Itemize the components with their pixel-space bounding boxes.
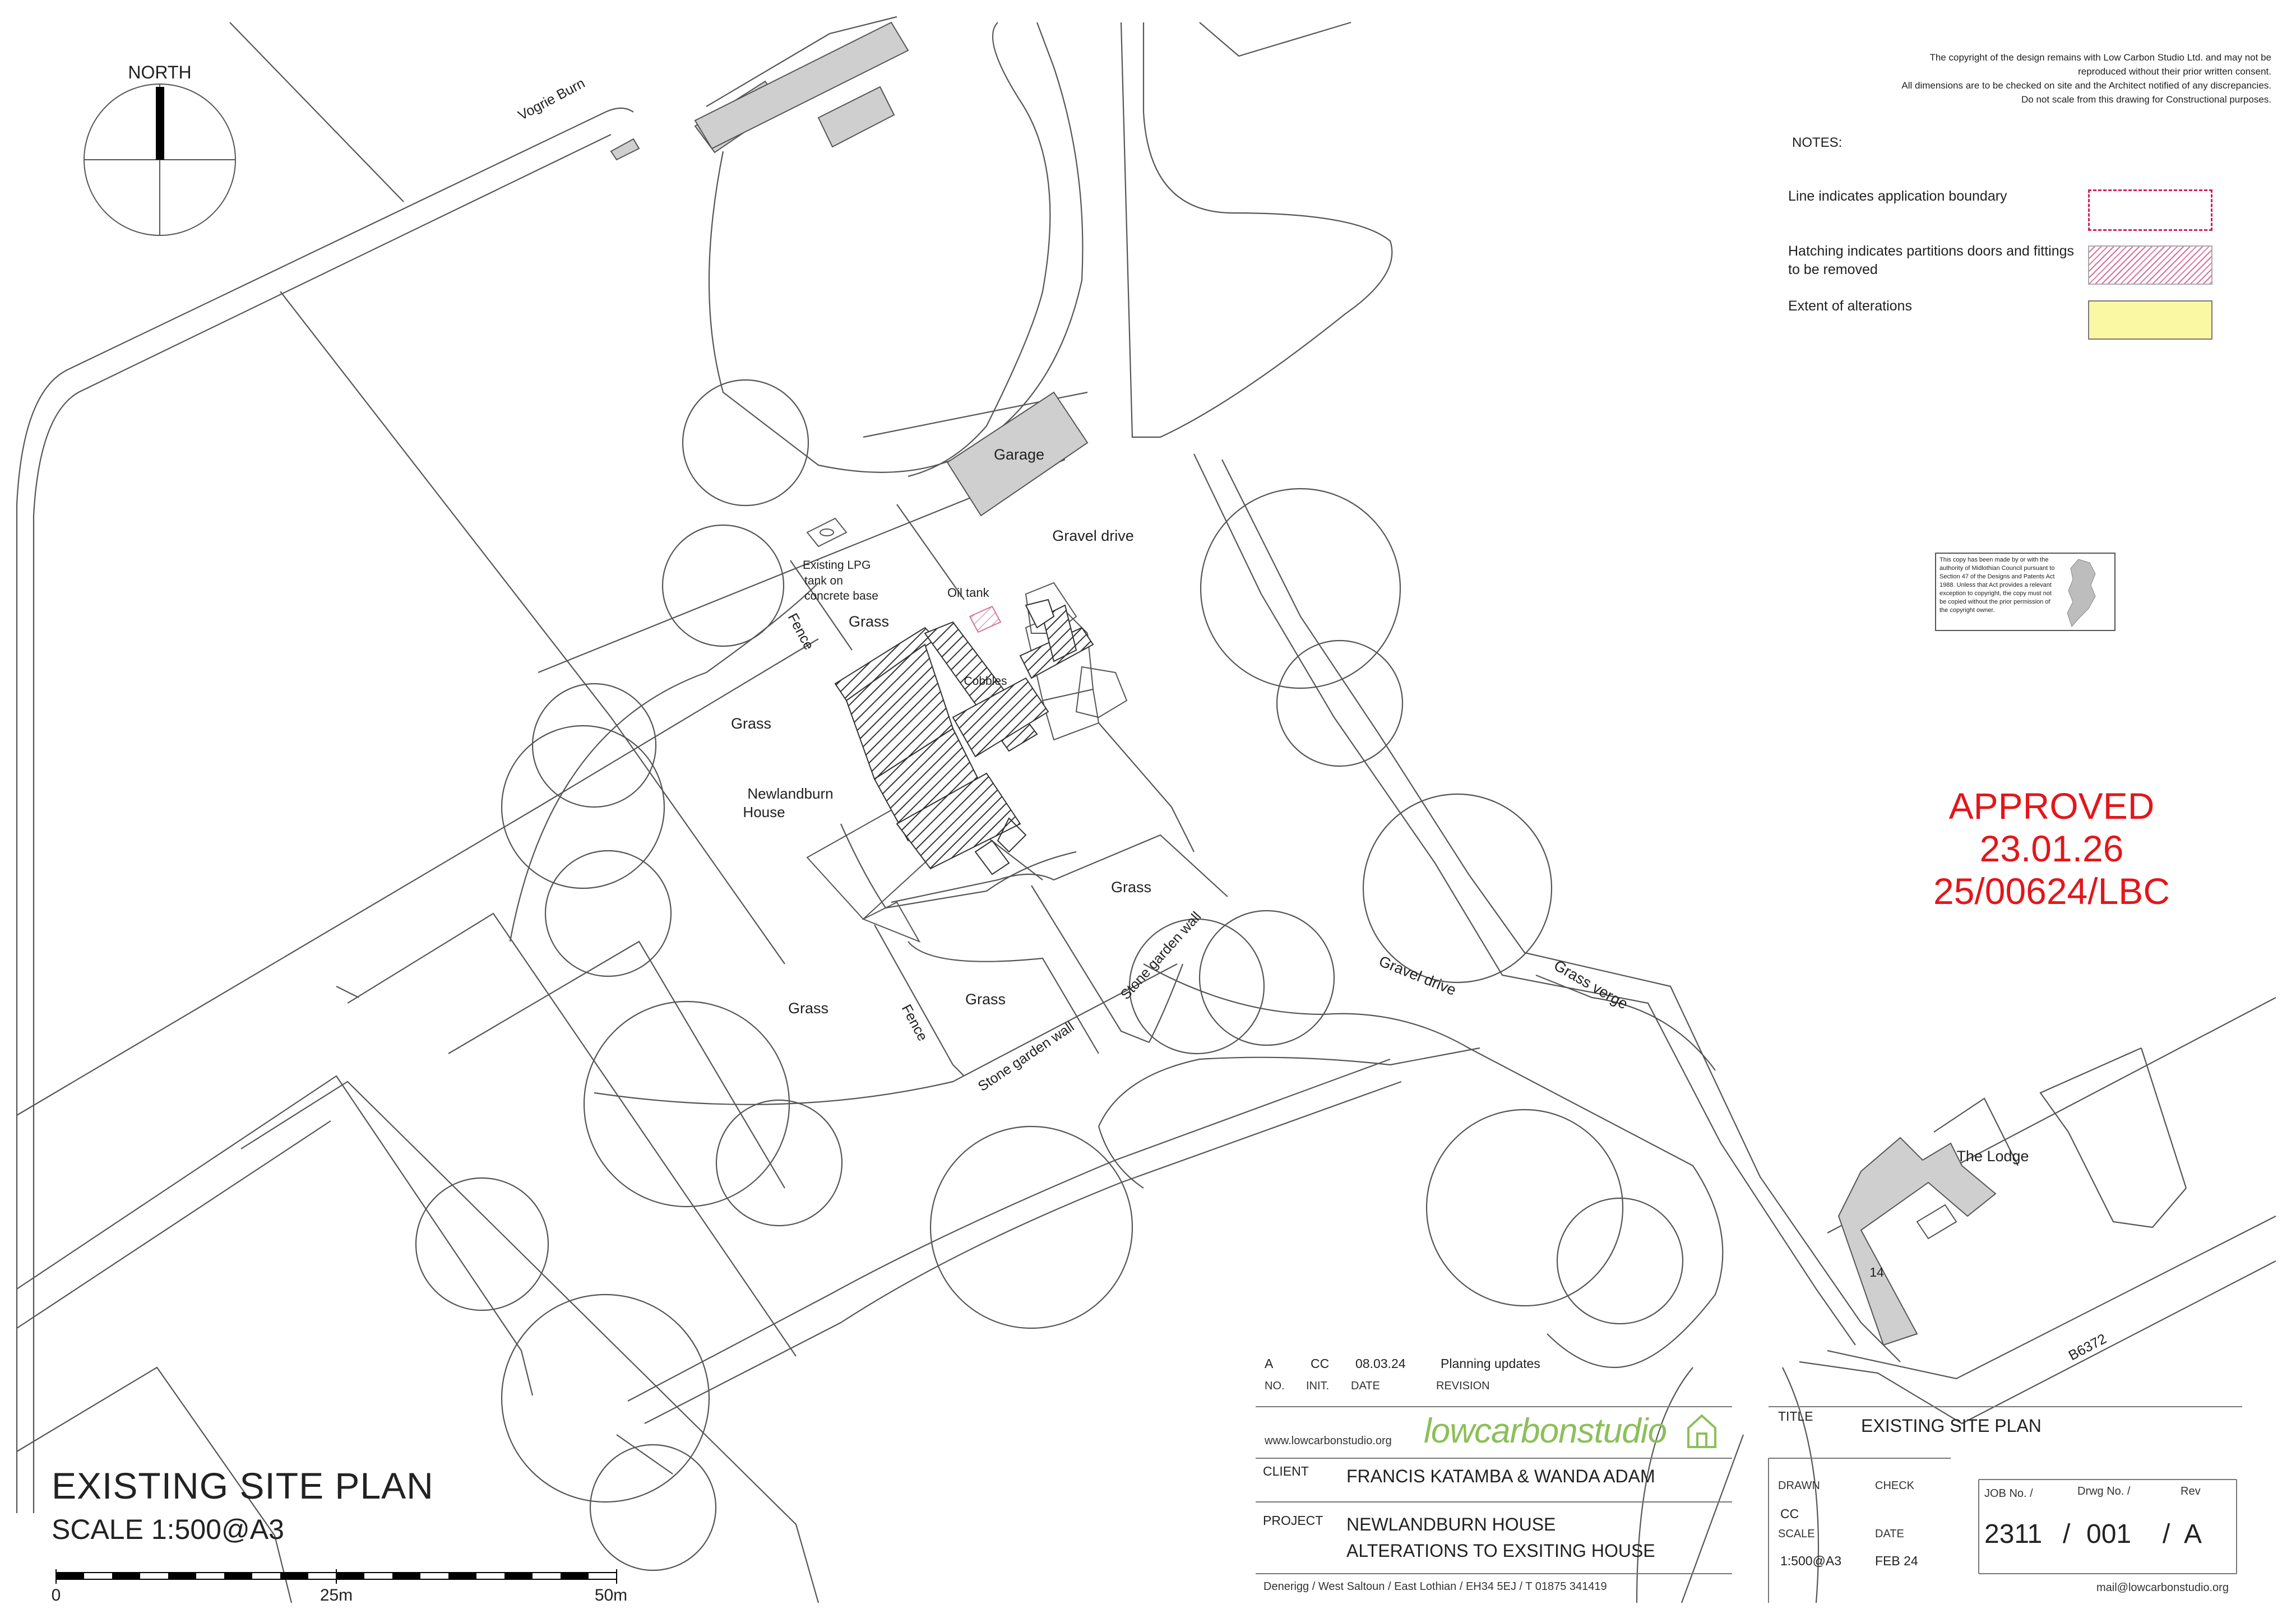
label-fence-top: Fence xyxy=(785,611,817,652)
copyright-line-4: Do not scale from this drawing for Const… xyxy=(2021,94,2271,105)
date-label: DATE xyxy=(1875,1528,1904,1540)
notes-title: NOTES: xyxy=(1792,135,1843,150)
title-block-title: EXISTING SITE PLAN xyxy=(1861,1416,2042,1436)
stamp-text: This copy has been made by or with the a… xyxy=(1939,557,2055,614)
oil-tank-marker xyxy=(969,605,1002,633)
approval-stamp: APPROVED 23.01.26 25/00624/LBC xyxy=(1917,785,2186,912)
note-extent: Extent of alterations xyxy=(1788,298,1912,314)
check-label: CHECK xyxy=(1875,1480,1915,1492)
revision-letter: A xyxy=(2184,1519,2202,1549)
council-copyright-stamp: This copy has been made by or with the a… xyxy=(1935,553,2116,631)
label-house-1: Newlandburn xyxy=(747,785,833,802)
label-lpg-2: tank on xyxy=(804,574,843,587)
label-grass-right: Grass xyxy=(1111,879,1151,896)
extent-swatch xyxy=(2088,300,2212,340)
linework xyxy=(16,16,2276,1603)
note-boundary: Line indicates application boundary xyxy=(1788,188,2007,204)
copyright-line-3: All dimensions are to be checked on site… xyxy=(1901,80,2271,91)
revision-init: CC xyxy=(1311,1356,1330,1371)
label-grass-top: Grass xyxy=(849,613,889,630)
company-logo: lowcarbonstudio xyxy=(1424,1412,1667,1450)
logo-house-icon xyxy=(1687,1414,1716,1448)
outbuildings xyxy=(610,21,1997,1346)
drawn-label: DRAWN xyxy=(1778,1480,1820,1492)
lpg-tank xyxy=(806,517,848,548)
revision-no: A xyxy=(1265,1356,1274,1371)
newlandburn-house xyxy=(806,582,1128,943)
label-stone-wall-upper: Stone garden wall xyxy=(1118,909,1205,1003)
drwg-no-label: Drwg No. / xyxy=(2077,1485,2131,1497)
scale-label-50: 50m xyxy=(595,1586,627,1605)
label-stone-wall-lower: Stone garden wall xyxy=(975,1019,1077,1095)
client-label: CLIENT xyxy=(1263,1464,1309,1478)
label-lpg-3: concrete base xyxy=(804,590,878,602)
label-plot-14: 14 xyxy=(1869,1265,1884,1279)
label-grass-bottom-left: Grass xyxy=(788,1000,828,1017)
label-grass-verge: Grass verge xyxy=(1551,957,1631,1013)
copyright-line-2: reproduced without their prior written c… xyxy=(2078,66,2271,77)
job-number: 2311 xyxy=(1984,1519,2043,1549)
title-block-lines xyxy=(1256,1406,2242,1603)
project-line-2: ALTERATIONS TO EXSITING HOUSE xyxy=(1346,1541,1655,1561)
revision-description: Planning updates xyxy=(1441,1356,1540,1371)
studio-address: Denerigg / West Saltoun / East Lothian /… xyxy=(1263,1580,1607,1593)
scale-label-25: 25m xyxy=(320,1586,353,1605)
website: www.lowcarbonstudio.org xyxy=(1265,1435,1392,1447)
label-cobbles: Cobbles xyxy=(964,675,1007,688)
drawing-title: EXISTING SITE PLAN xyxy=(52,1465,434,1506)
north-arrow: NORTH xyxy=(84,62,236,236)
approval-line-3: 25/00624/LBC xyxy=(1933,870,2170,912)
job-separator-1: / xyxy=(2063,1519,2071,1549)
title-label: TITLE xyxy=(1778,1409,1813,1423)
drawing-number: 001 xyxy=(2086,1519,2132,1549)
approval-line-1: APPROVED xyxy=(1948,785,2155,827)
revision-header-date: DATE xyxy=(1351,1380,1380,1392)
label-grass-bottom-mid: Grass xyxy=(965,991,1006,1008)
hatch-swatch xyxy=(2088,245,2212,285)
north-needle xyxy=(156,87,164,160)
label-fence-bottom: Fence xyxy=(899,1002,931,1044)
lodge-building xyxy=(1837,1137,1997,1346)
date-value: FEB 24 xyxy=(1875,1554,1918,1568)
revision-header-init: INIT. xyxy=(1306,1380,1330,1392)
label-house-2: House xyxy=(743,804,785,820)
scale-value: 1:500@A3 xyxy=(1780,1554,1842,1568)
scale-bar: 0 25m 50m xyxy=(52,1569,627,1605)
label-garage: Garage xyxy=(994,446,1044,463)
scale-label: SCALE xyxy=(1778,1528,1815,1540)
project-line-1: NEWLANDBURN HOUSE xyxy=(1346,1514,1556,1534)
revision-header-no: NO. xyxy=(1265,1380,1285,1392)
approval-line-2: 23.01.26 xyxy=(1979,828,2124,869)
studio-email: mail@lowcarbonstudio.org xyxy=(2096,1582,2229,1594)
label-vogrie-burn: Vogrie Burn xyxy=(516,75,587,123)
drawn-value: CC xyxy=(1780,1506,1799,1521)
copyright-notice: The copyright of the design remains with… xyxy=(1711,50,2271,106)
rev-label: Rev xyxy=(2181,1485,2201,1497)
label-oil-tank: Oil tank xyxy=(947,586,990,600)
label-grass-left: Grass xyxy=(731,715,771,732)
revision-header-revision: REVISION xyxy=(1436,1380,1490,1392)
garage-building xyxy=(946,391,1089,517)
copyright-line-1: The copyright of the design remains with… xyxy=(1929,52,2271,63)
scale-label-0: 0 xyxy=(52,1586,61,1605)
job-separator-2: / xyxy=(2163,1519,2170,1549)
revision-date: 08.03.24 xyxy=(1355,1356,1406,1371)
label-the-lodge: The Lodge xyxy=(1956,1148,2029,1165)
client-name: FRANCIS KATAMBA & WANDA ADAM xyxy=(1346,1466,1655,1486)
boundary-swatch xyxy=(2088,189,2212,231)
project-label: PROJECT xyxy=(1263,1513,1323,1528)
label-gravel-drive-top: Gravel drive xyxy=(1052,527,1134,544)
label-gravel-drive-lower: Gravel drive xyxy=(1377,953,1459,999)
job-no-label: JOB No. / xyxy=(1984,1487,2033,1500)
label-lpg-1: Existing LPG xyxy=(803,559,871,572)
note-hatching: Hatching indicates partitions doors and … xyxy=(1788,243,2075,277)
midlothian-map-icon xyxy=(2067,559,2096,627)
north-label: NORTH xyxy=(128,62,191,82)
drawing-scale: SCALE 1:500@A3 xyxy=(52,1514,284,1545)
outbuilding-row xyxy=(694,21,909,150)
